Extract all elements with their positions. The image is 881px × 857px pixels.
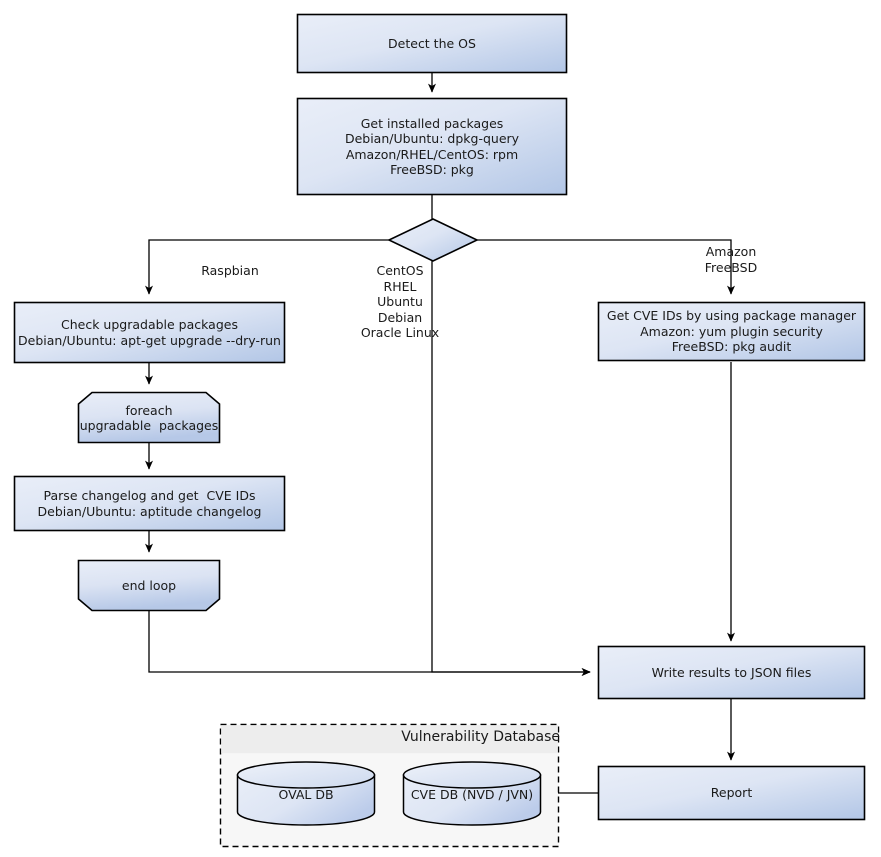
node-cve-db[interactable] — [403, 762, 541, 826]
node-parse-changelog-shape — [13, 475, 286, 532]
edge-label-amazon-freebsd: Amazon FreeBSD — [704, 244, 758, 275]
node-foreach-loop[interactable] — [78, 392, 220, 444]
node-get-installed-shape — [296, 97, 568, 196]
node-os-decision-shape — [387, 218, 479, 262]
node-write-results-json[interactable] — [598, 646, 865, 699]
node-detect-os[interactable] — [297, 14, 567, 73]
edge-label-redhat-family: CentOS RHEL Ubuntu Debian Oracle Linux — [360, 263, 440, 340]
node-report-shape — [597, 765, 866, 821]
node-check-upgradable-shape — [13, 301, 286, 364]
node-foreach-loop-shape — [77, 391, 221, 444]
node-oval-db-shape — [236, 761, 376, 826]
group-vulnerability-database[interactable] — [220, 724, 559, 752]
node-end-loop-shape — [77, 559, 221, 612]
node-parse-changelog[interactable] — [14, 476, 285, 531]
node-oval-db[interactable] — [237, 762, 375, 826]
edge-label-raspbian: Raspbian — [201, 263, 259, 278]
edge-decision-to-get-cve-ids — [477, 239, 736, 295]
edge-decision-to-check-upgradable — [144, 239, 390, 295]
node-detect-os-shape — [296, 13, 568, 74]
node-cve-db-shape — [402, 761, 542, 826]
group-vulnerability-database-title: Vulnerability Database — [401, 729, 560, 745]
node-get-cve-ids[interactable] — [598, 302, 865, 361]
node-get-cve-ids-shape — [597, 301, 866, 362]
node-check-upgradable-packages[interactable] — [14, 302, 285, 363]
edge-end-loop-to-write-json — [148, 611, 591, 677]
node-os-decision[interactable] — [389, 219, 478, 262]
node-get-installed-packages[interactable] — [297, 98, 567, 195]
node-end-loop[interactable] — [78, 560, 220, 612]
node-write-json-shape — [597, 645, 866, 700]
node-report[interactable] — [598, 766, 865, 820]
